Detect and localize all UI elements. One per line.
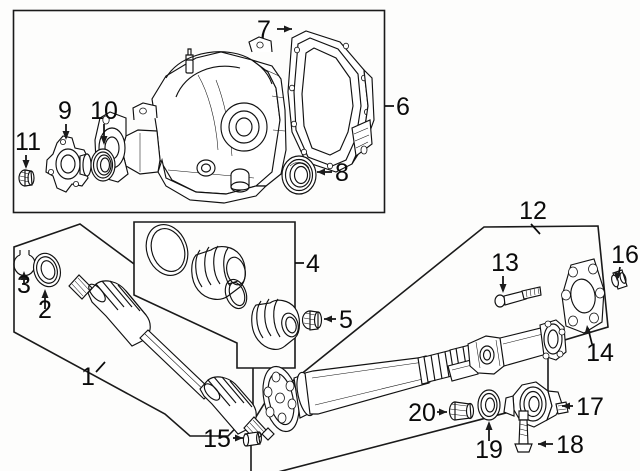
axle-seal-2 — [32, 252, 62, 288]
callout-label-17: 17 — [576, 393, 604, 421]
callout-labels: 1 2 3 4 5 6 7 8 9 10 11 12 13 14 16 15 1… — [15, 16, 639, 464]
callout-label-11: 11 — [15, 128, 41, 156]
callout-label-16: 16 — [611, 241, 639, 269]
dowel-pin-15 — [242, 431, 262, 447]
bearing-ring-19 — [477, 389, 501, 421]
callout-label-12: 12 — [519, 197, 547, 225]
bushing-11 — [18, 169, 35, 187]
callout-label-6: 6 — [396, 93, 410, 121]
callout-label-15: 15 — [203, 425, 231, 453]
callout-label-18: 18 — [556, 431, 584, 459]
callout-label-5: 5 — [339, 306, 353, 334]
callout-label-1: 1 — [81, 363, 95, 391]
support-bolt-18 — [514, 410, 533, 453]
callout-leaders — [20, 25, 621, 448]
callout-label-20: 20 — [408, 399, 436, 427]
callout-label-8: 8 — [335, 159, 349, 187]
callout-label-9: 9 — [58, 97, 72, 125]
flex-disc-14 — [561, 258, 605, 334]
pinion-oil-seal — [281, 155, 317, 195]
callout-label-10: 10 — [90, 97, 118, 125]
boot-kit-parts — [145, 224, 301, 350]
differential-housing-group — [94, 36, 287, 204]
differential-cover — [287, 30, 375, 173]
callout-label-2: 2 — [38, 296, 52, 324]
callout-label-19: 19 — [475, 436, 503, 464]
output-shaft-seal — [90, 148, 116, 182]
drive-shaft-assembly — [262, 319, 567, 433]
callout-label-14: 14 — [586, 339, 614, 367]
flange-bolt-13 — [494, 286, 542, 308]
callout-label-4: 4 — [306, 250, 320, 278]
rubber-bushing-20 — [448, 401, 475, 421]
callout-label-13: 13 — [491, 249, 519, 277]
boot-clamp-5 — [301, 310, 323, 331]
axle-half-shaft — [68, 274, 275, 442]
callout-label-7: 7 — [257, 16, 271, 44]
callout-label-3: 3 — [17, 271, 31, 299]
housing-plug — [230, 168, 250, 193]
axle-flange — [45, 135, 92, 193]
